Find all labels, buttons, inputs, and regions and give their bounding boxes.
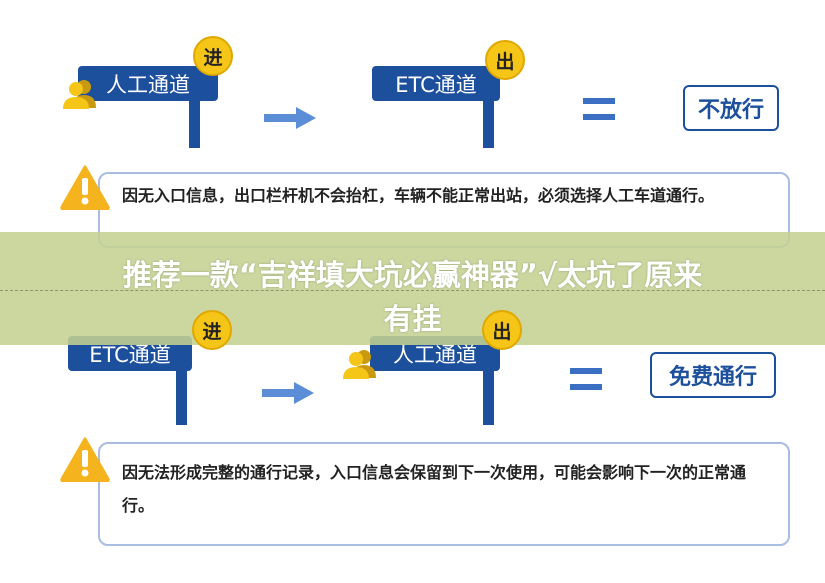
entry-sign: 人工通道 — [78, 66, 218, 101]
banner-title-line1: 推荐一款“吉祥填大坑必赢神器”√太坑了原来 — [122, 258, 703, 292]
sign-post — [483, 365, 494, 425]
warning-icon — [60, 164, 110, 210]
people-icon — [60, 78, 100, 110]
sign-post — [189, 96, 200, 148]
entry-badge: 进 — [193, 36, 233, 76]
banner-title-line2: 有挂 — [383, 302, 442, 336]
arrow-right-icon — [262, 382, 314, 404]
warning-icon — [60, 436, 110, 482]
exit-badge: 出 — [485, 40, 525, 80]
entry-badge: 进 — [192, 310, 232, 350]
equals-icon — [570, 368, 602, 390]
promo-banner: 推荐一款“吉祥填大坑必赢神器”√太坑了原来 有挂 — [0, 232, 825, 345]
equals-icon — [583, 98, 615, 120]
arrow-right-icon — [264, 107, 316, 129]
result-box: 不放行 — [683, 85, 779, 131]
people-icon — [340, 348, 380, 380]
result-box: 免费通行 — [650, 352, 776, 398]
divider — [0, 290, 825, 291]
sign-post — [176, 365, 187, 425]
exit-badge: 出 — [482, 310, 522, 350]
exit-sign: ETC通道 — [372, 66, 500, 101]
sign-post — [483, 96, 494, 148]
warning-box: 因无法形成完整的通行记录，入口信息会保留到下一次使用，可能会影响下一次的正常通行… — [98, 442, 790, 546]
